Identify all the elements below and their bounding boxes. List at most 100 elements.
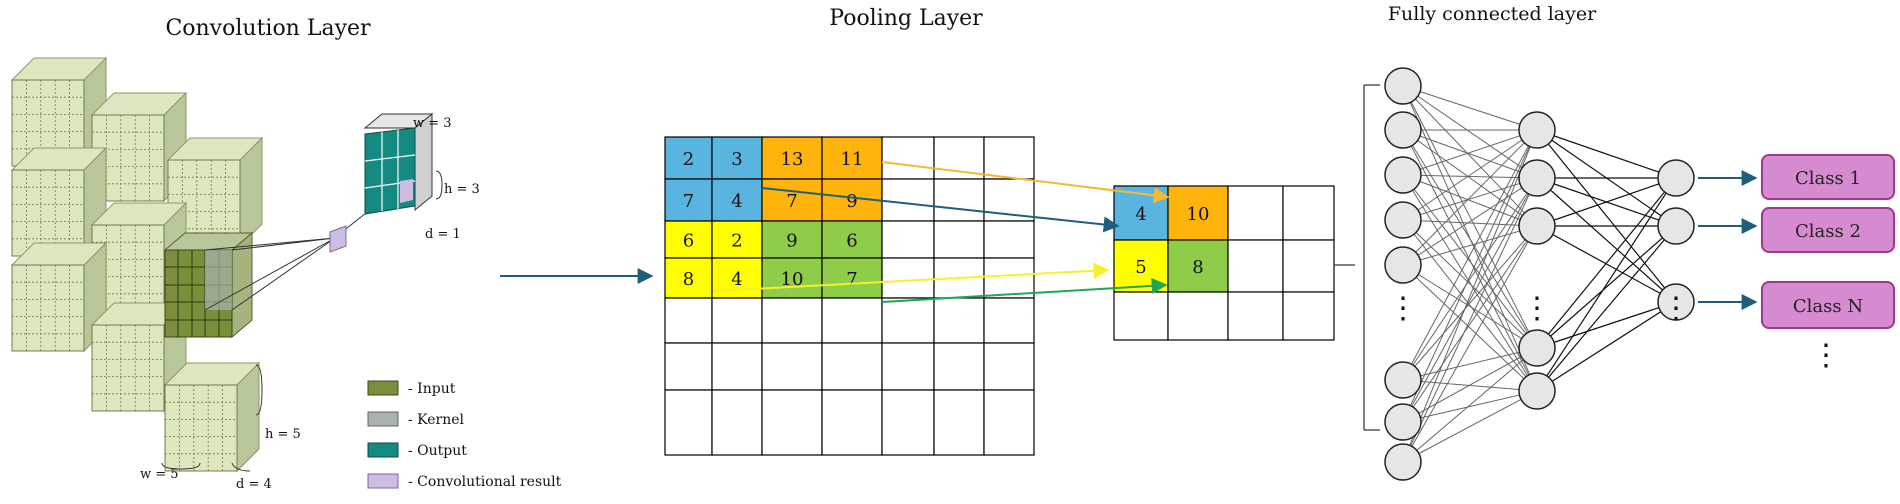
pool-output-value: 10 <box>1187 204 1210 225</box>
pool-input-cell <box>881 136 935 180</box>
input-cube <box>90 301 188 413</box>
pool-input-value: 6 <box>683 231 694 252</box>
pool-input-value: 3 <box>731 149 742 170</box>
pool-arrow-orange <box>881 161 1170 204</box>
pool-input-cell <box>881 389 935 456</box>
pool-input-cell <box>664 389 713 456</box>
pool-input-cell <box>711 220 763 259</box>
pool-input-cell <box>761 342 823 391</box>
pool-input-value: 8 <box>683 269 694 290</box>
neuron-node <box>1657 159 1695 197</box>
pool-arrow-yellow <box>713 262 1110 292</box>
pool-input-value: 4 <box>731 191 742 212</box>
neuron-node <box>1384 361 1422 399</box>
pool-input-value: 6 <box>846 231 857 252</box>
pool-output-cell <box>1282 239 1335 293</box>
pool-input-cell <box>761 220 823 259</box>
pool-input-cell <box>881 178 935 222</box>
layer1-ellipsis: ⋮ <box>1388 291 1418 326</box>
pool-input-cell <box>881 342 935 391</box>
pool-input-cell <box>664 297 713 344</box>
pool-input-value: 7 <box>683 191 694 212</box>
neuron-node <box>1384 111 1422 149</box>
pool-input-cell <box>664 342 713 391</box>
pool-input-value: 10 <box>781 269 804 290</box>
neuron-node <box>1657 207 1695 245</box>
pool-input-cell <box>983 136 1035 180</box>
pool-input-cell <box>761 178 823 222</box>
pool-input-value: 7 <box>846 269 857 290</box>
pool-input-cell <box>933 389 985 456</box>
pool-output-cell <box>1227 185 1284 241</box>
pool-output-cell <box>1227 239 1284 293</box>
pool-input-cell <box>664 136 713 180</box>
fc-bracket <box>1363 84 1380 431</box>
output-grid <box>363 112 434 215</box>
pool-input-value: 2 <box>731 231 742 252</box>
neuron-node <box>1518 111 1556 149</box>
class-1-box <box>1761 154 1895 200</box>
neuron-node <box>1384 156 1422 194</box>
neuron-node <box>1384 246 1422 284</box>
pool-input-cell <box>664 257 713 299</box>
class-ellipsis: ⋮ <box>1811 338 1841 373</box>
legend-output-label: - Output <box>408 443 467 459</box>
pool-input-cell <box>881 297 935 344</box>
layer2-ellipsis: ⋮ <box>1522 291 1552 326</box>
neuron-node <box>1384 443 1422 481</box>
class-2-box <box>1761 207 1895 253</box>
neuron-node <box>1518 159 1556 197</box>
legend-swatch-output <box>367 442 399 458</box>
neuron-node <box>1518 329 1556 367</box>
pool-output-cell <box>1282 185 1335 241</box>
pool-input-cell <box>711 297 763 344</box>
pool-input-cell <box>761 257 823 299</box>
pool-output-cell <box>1167 185 1229 241</box>
input-depth-label: d = 4 <box>236 477 272 492</box>
class-1-label: Class 1 <box>1795 168 1861 189</box>
pool-input-cell <box>933 297 985 344</box>
convolution-title: Convolution Layer <box>165 16 371 41</box>
legend-input-label: - Input <box>408 381 456 397</box>
legend-swatch-kernel <box>367 411 399 427</box>
legend-kernel-label: - Kernel <box>408 412 465 428</box>
pool-input-cell <box>821 389 883 456</box>
input-feature-cubes <box>10 56 264 473</box>
conv-legend: - Input - Kernel - Output - Convolutiona… <box>367 380 562 490</box>
pool-arrow-blue <box>761 187 1120 233</box>
pool-output-value: 5 <box>1135 257 1146 278</box>
input-height-label: h = 5 <box>265 427 301 442</box>
pool-input-cell <box>983 257 1035 299</box>
pool-input-cell <box>761 297 823 344</box>
neuron-node <box>1518 207 1556 245</box>
convolutional-result-square <box>329 225 347 253</box>
legend-result-label: - Convolutional result <box>408 474 562 490</box>
pool-input-cell <box>933 178 985 222</box>
pool-input-cell <box>821 297 883 344</box>
neuron-node <box>1384 67 1422 105</box>
pool-input-cell <box>933 342 985 391</box>
pool-output-cell <box>1282 291 1335 341</box>
legend-swatch-input <box>367 380 399 396</box>
pool-input-value: 7 <box>786 191 797 212</box>
pool-output-cell <box>1227 291 1284 341</box>
neuron-node <box>1384 403 1422 441</box>
class-2-label: Class 2 <box>1795 221 1861 242</box>
pool-output-value: 4 <box>1135 204 1146 225</box>
pool-input-value: 4 <box>731 269 742 290</box>
pool-output-cell <box>1167 291 1229 341</box>
input-w-brace <box>161 462 201 470</box>
pool-input-cell <box>881 257 935 299</box>
neuron-node <box>1518 372 1556 410</box>
input-h-brace <box>255 364 263 416</box>
neuron-node <box>1657 283 1695 321</box>
pool-input-cell <box>711 389 763 456</box>
pool-input-cell <box>983 220 1035 259</box>
pool-input-cell <box>983 297 1035 344</box>
pool-input-cell <box>761 389 823 456</box>
pool-input-value: 9 <box>786 231 797 252</box>
pool-input-value: 9 <box>846 191 857 212</box>
